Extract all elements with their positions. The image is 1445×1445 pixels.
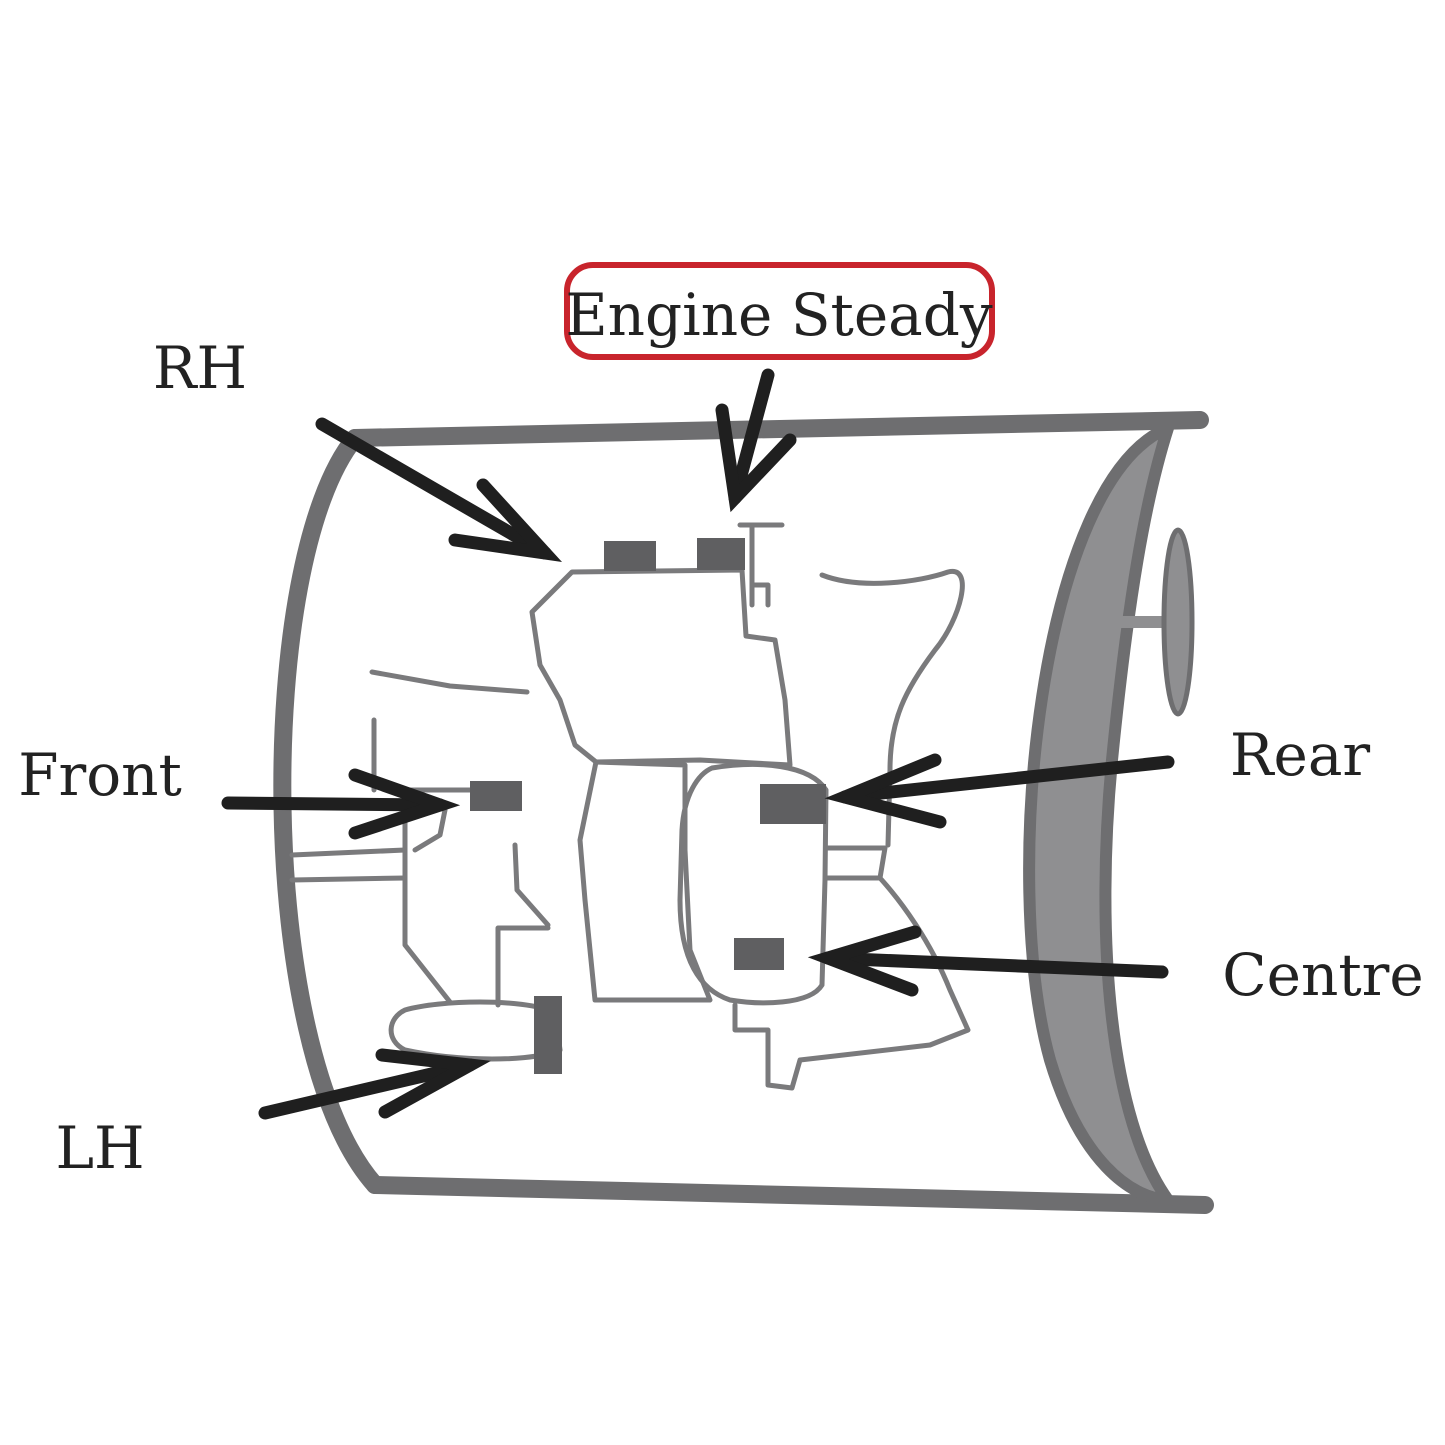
body-front-curve xyxy=(273,429,384,1194)
transmission-housing xyxy=(677,762,829,1006)
center-link xyxy=(495,925,551,1008)
engine-block-outline xyxy=(529,567,793,768)
rear-label: Rear xyxy=(1230,721,1371,789)
gearbox-outline xyxy=(577,759,713,1003)
lh-label: LH xyxy=(55,1114,144,1182)
engine-right-cover xyxy=(819,569,965,848)
centre-label: Centre xyxy=(1222,941,1423,1009)
body-bottom-edge xyxy=(366,1176,1214,1214)
engine-upper-bracket xyxy=(737,522,785,608)
lower-arm-outline xyxy=(388,999,563,1062)
centre-arrow xyxy=(807,925,1169,997)
rh-arrow xyxy=(315,417,563,563)
centre-mount xyxy=(734,938,784,970)
body-top-edge xyxy=(346,411,1209,447)
engine-steady-arrow xyxy=(715,368,797,513)
steering-wheel xyxy=(1161,527,1195,717)
firewall-panel xyxy=(1023,417,1181,1207)
rear-mount xyxy=(760,784,826,824)
engine-steady-mount xyxy=(697,538,745,570)
front-mount xyxy=(470,781,522,811)
rear-arrow xyxy=(824,753,1175,829)
engine-steady-label: Engine Steady xyxy=(565,281,993,349)
front-crossmember xyxy=(289,717,473,883)
lh-mount xyxy=(534,996,562,1074)
engine-left-line xyxy=(369,669,530,695)
front-arrow xyxy=(221,768,461,840)
engine-steady-highlight-box xyxy=(564,262,995,360)
rh-label: RH xyxy=(153,334,247,402)
rh-mount xyxy=(604,541,656,571)
pointer-arrows xyxy=(221,368,1175,1120)
front-subframe xyxy=(402,787,551,1005)
front-label: Front xyxy=(18,741,182,809)
lh-arrow xyxy=(258,1048,491,1120)
engine-mounts xyxy=(470,538,826,1074)
